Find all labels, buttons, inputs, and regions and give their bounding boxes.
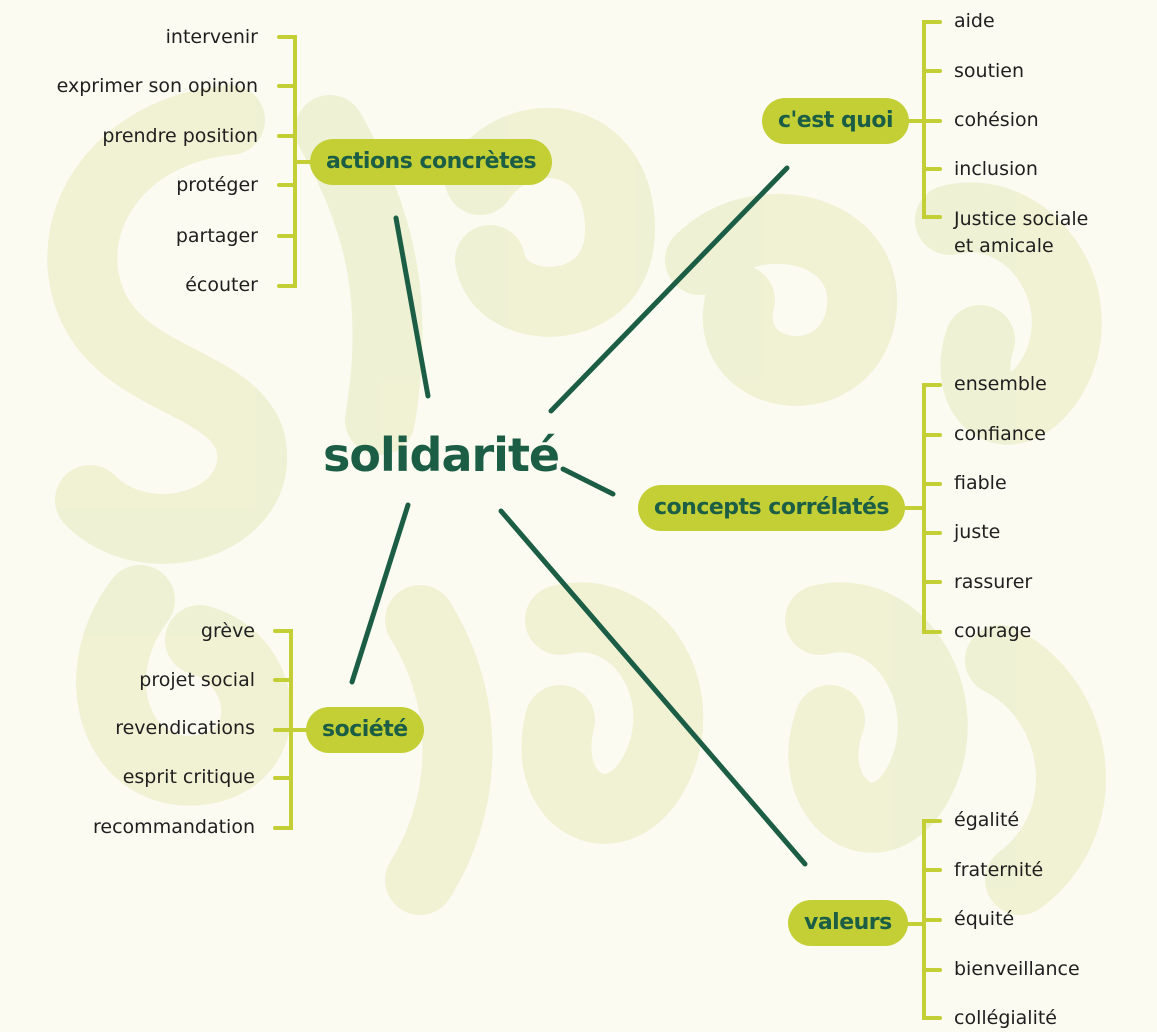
connector-societe [349,502,411,685]
bracket-concepts [922,383,942,634]
list-item: collégialité [954,1007,1057,1029]
list-item: rassurer [954,571,1033,593]
list-item: prendre position [102,125,258,147]
node-valeurs: valeurs [788,900,908,946]
list-item: esprit critique [122,766,255,788]
list-item: ensemble [954,373,1047,395]
node-actions-concretes: actions concrètes [310,139,553,185]
bracket-actions [277,35,297,288]
list-item: cohésion [954,109,1039,131]
list-item: inclusion [954,158,1038,180]
node-concepts-correlates: concepts corrélatés [638,485,905,531]
list-item: protéger [176,174,258,196]
node-cest-quoi: c'est quoi [762,98,910,144]
list-item: égalité [954,809,1020,831]
node-societe: société [306,707,424,753]
list-item: fiable [954,472,1007,494]
connector-actions [393,215,431,399]
connector-quoi [548,165,790,414]
list-item: équité [954,908,1015,930]
list-item: projet social [139,669,255,691]
central-topic: solidarité [323,428,560,482]
list-item: aide [954,10,995,32]
list-item: intervenir [165,26,258,48]
list-item: écouter [185,274,258,296]
connector-concepts [560,466,616,497]
list-item: confiance [954,423,1046,445]
list-item: partager [175,225,258,247]
list-item: juste [954,521,1001,543]
list-item: Justice sociale et amicale [954,208,1089,257]
list-item: fraternité [954,859,1044,881]
list-item: bienveillance [954,958,1080,980]
list-item: grève [200,620,255,642]
list-item: revendications [115,717,255,739]
list-item: courage [954,620,1032,642]
list-item: soutien [954,60,1025,82]
connector-valeurs [498,508,808,867]
list-item: exprimer son opinion [56,75,258,97]
list-item: recommandation [93,816,255,838]
